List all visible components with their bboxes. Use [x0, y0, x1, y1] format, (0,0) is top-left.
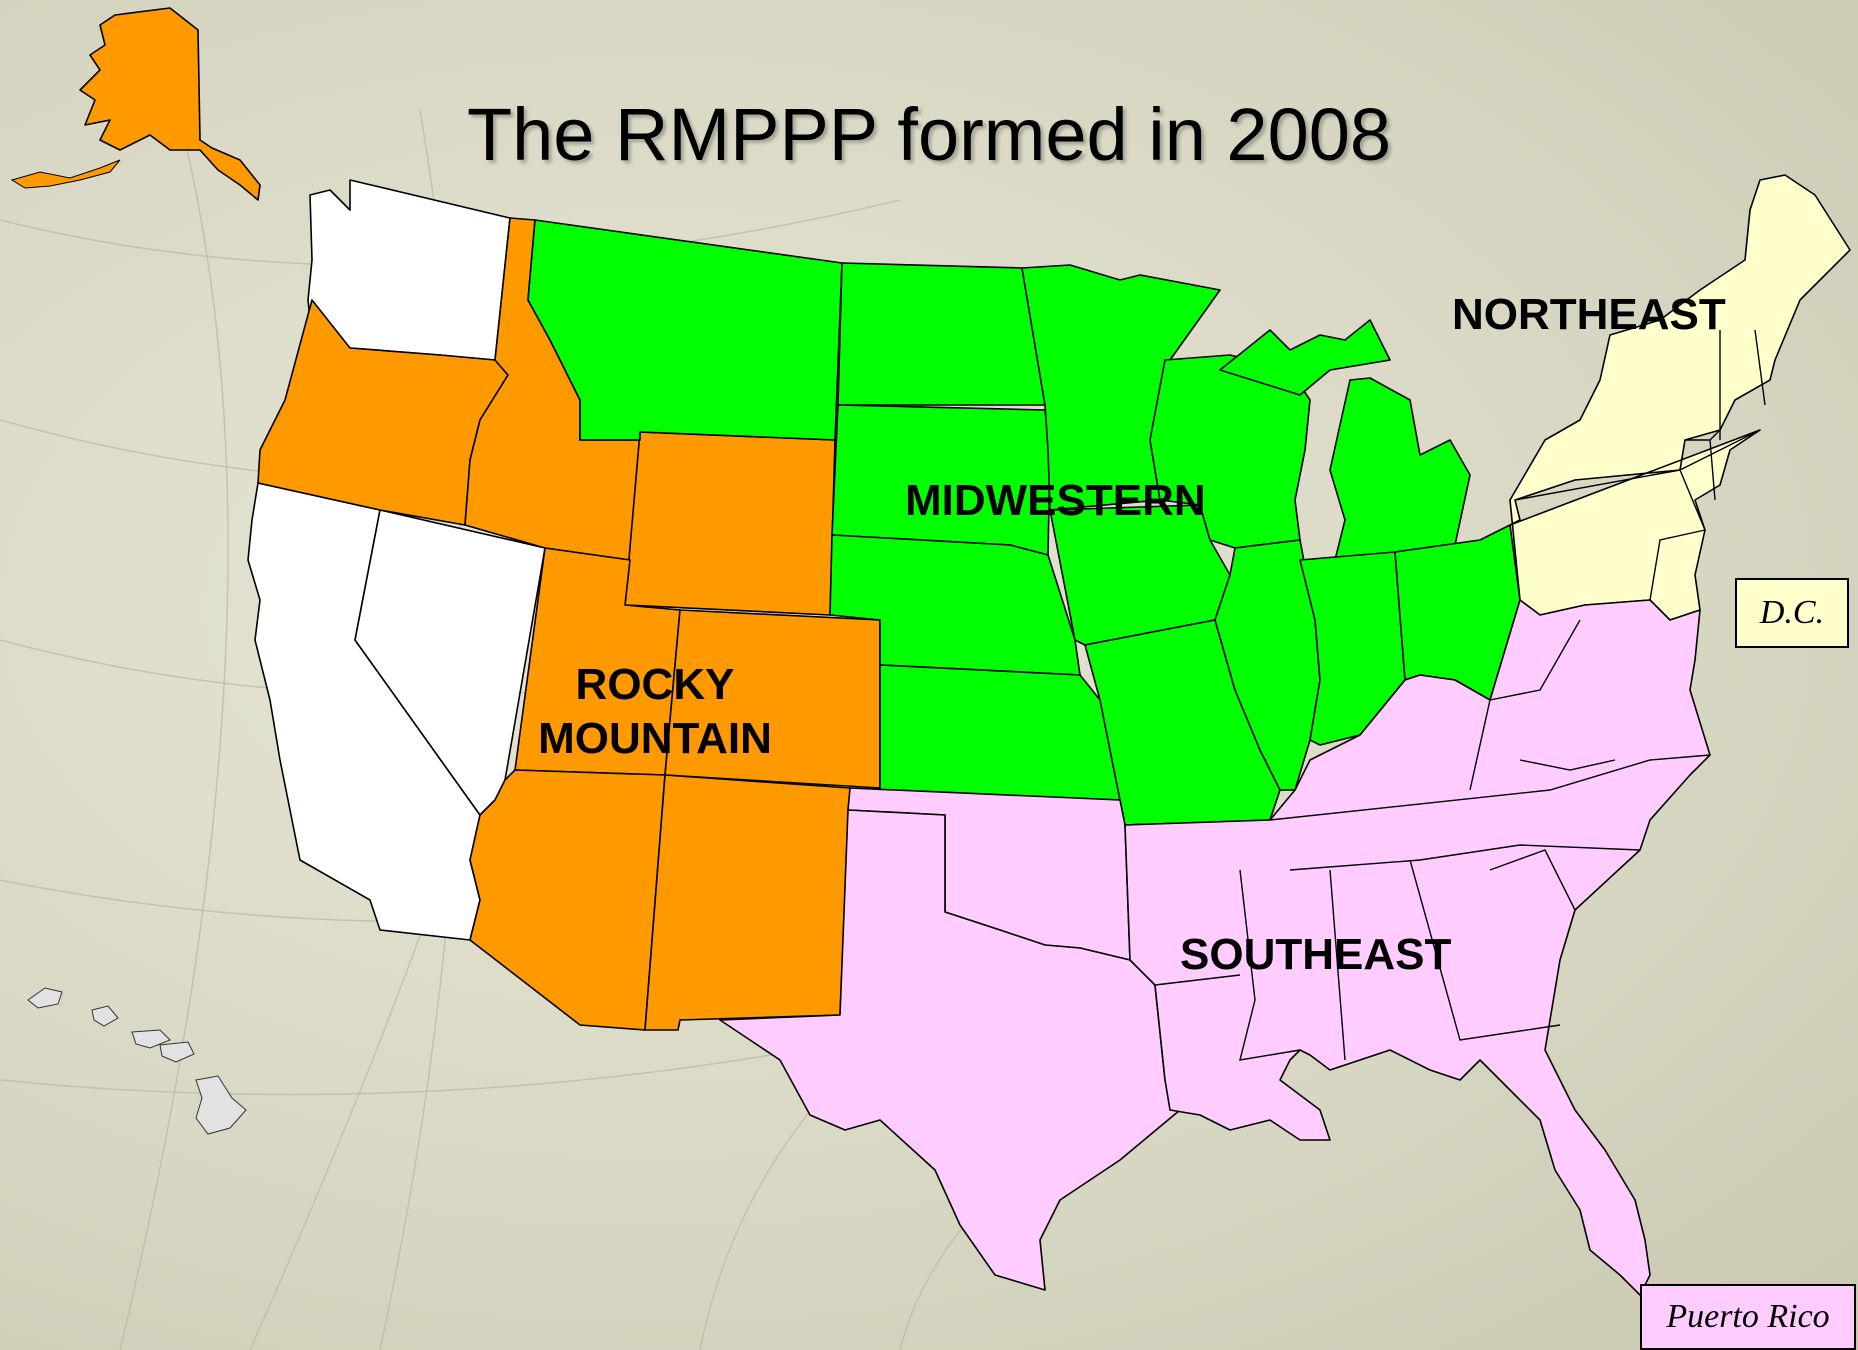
texas-state [719, 809, 1181, 1291]
southeast-label: SOUTHEAST [1180, 930, 1452, 979]
new-mexico-state [644, 774, 851, 1031]
northeast-states [1509, 174, 1851, 621]
michigan-upper-peninsula [1219, 319, 1391, 396]
midwestern-label: MIDWESTERN [905, 476, 1206, 525]
rocky-mountain-label: ROCKY MOUNTAIN [510, 658, 800, 766]
southeast-borders [1154, 619, 1711, 1061]
hawaii-islands [27, 987, 247, 1135]
kansas-state [879, 664, 1121, 801]
alaska-aleutians [10, 159, 121, 189]
arizona-state [469, 769, 666, 1031]
south-central-states [1124, 599, 1711, 1296]
rocky-mountain-label-line2: MOUNTAIN [538, 714, 772, 763]
alaska-state [79, 7, 261, 201]
dc-inset-box: D.C. [1735, 578, 1849, 648]
montana-state [527, 219, 843, 441]
northeast-label: NORTHEAST [1452, 290, 1726, 339]
michigan-state [1329, 377, 1471, 561]
north-dakota-state [837, 262, 1046, 406]
puerto-rico-inset-box: Puerto Rico [1640, 1284, 1856, 1350]
northeast-borders [1514, 329, 1766, 601]
page-title: The RMPPP formed in 2008 [466, 93, 1392, 176]
rocky-mountain-label-line1: ROCKY [575, 660, 735, 709]
wyoming-state [624, 431, 836, 616]
